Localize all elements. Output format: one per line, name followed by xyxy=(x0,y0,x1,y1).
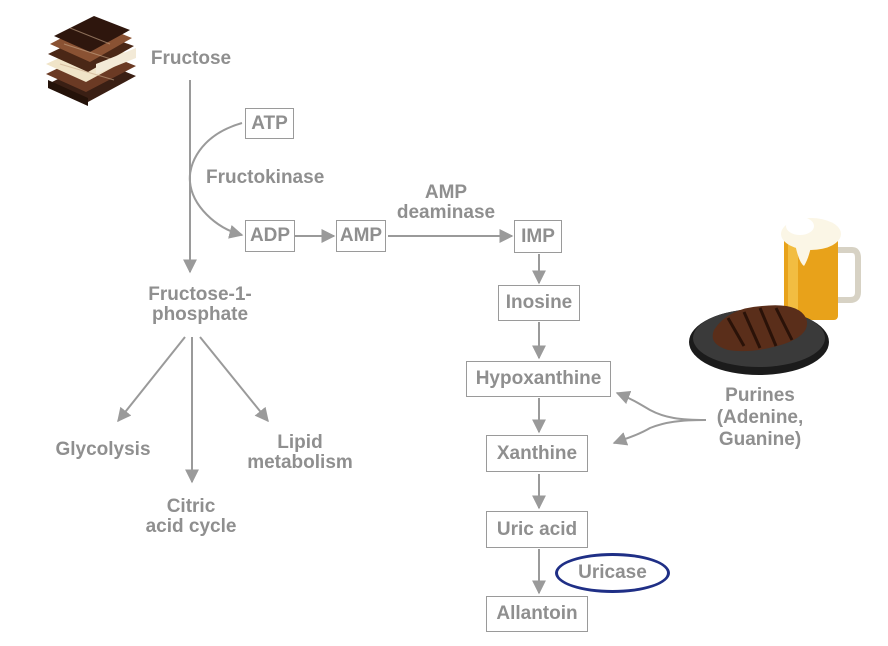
arrow-purines-to-xanthine xyxy=(612,419,707,446)
atp-node: ATP xyxy=(245,108,294,139)
fructose-label: Fructose xyxy=(150,48,232,69)
steak-plate-image xyxy=(689,305,829,375)
uricase-enzyme-label: Uricase xyxy=(555,553,670,593)
fructose-1-phosphate-label-line1: Fructose-1- xyxy=(148,284,252,305)
beer-mug-image xyxy=(781,217,861,320)
inosine-node: Inosine xyxy=(498,285,580,321)
glycolysis-label: Glycolysis xyxy=(55,439,151,460)
purines-label-line1: Purines xyxy=(725,385,795,406)
purines-label-line2: (Adenine, xyxy=(716,407,804,428)
amp-deaminase-label-line1: AMP xyxy=(424,182,468,203)
lipid-metabolism-label-line1: Lipid xyxy=(277,432,323,453)
amp-node: AMP xyxy=(336,220,386,252)
arrow-purines-to-hypoxanthine xyxy=(615,390,707,421)
adp-node: ADP xyxy=(245,220,295,252)
amp-deaminase-label-line2: deaminase xyxy=(396,202,496,223)
imp-node: IMP xyxy=(514,220,562,253)
fructose-1-phosphate-label-line2: phosphate xyxy=(151,304,249,325)
arrow-f1p-to-glycolysis xyxy=(117,336,186,423)
citric-acid-cycle-label-line1: Citric xyxy=(166,496,216,517)
arrow-f1p-to-lipid xyxy=(199,336,269,423)
uric-acid-node: Uric acid xyxy=(486,511,588,548)
arrow-atp-to-adp xyxy=(188,122,244,239)
xanthine-node: Xanthine xyxy=(486,435,588,472)
chocolate-bars-image xyxy=(46,16,136,106)
hypoxanthine-node: Hypoxanthine xyxy=(466,361,611,397)
purines-label-line3: Guanine) xyxy=(718,429,802,450)
lipid-metabolism-label-line2: metabolism xyxy=(247,452,353,473)
citric-acid-cycle-label-line2: acid cycle xyxy=(145,516,237,537)
allantoin-node: Allantoin xyxy=(486,596,588,632)
fructokinase-label: Fructokinase xyxy=(206,167,325,188)
